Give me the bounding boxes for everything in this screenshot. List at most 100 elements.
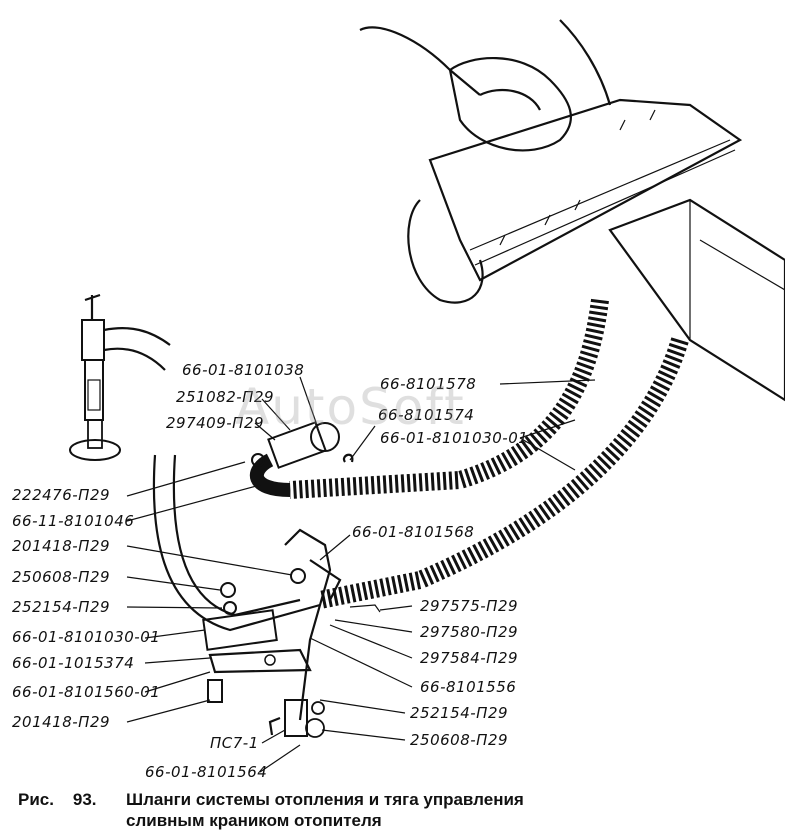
drain-rod-hose-2 bbox=[172, 454, 301, 617]
leader-l2 bbox=[261, 398, 291, 431]
heater-inner-ring bbox=[479, 88, 541, 111]
caption-number: Рис. 93. bbox=[18, 789, 126, 810]
leader-lines bbox=[126, 376, 596, 773]
frame-edge-2 bbox=[699, 239, 785, 291]
leader-l15 bbox=[334, 619, 413, 633]
label-201418-top: 201418-П29 bbox=[12, 537, 110, 555]
leader-l7 bbox=[126, 461, 246, 497]
leader-l18 bbox=[144, 671, 211, 693]
label-250608-right: 250608-П29 bbox=[410, 731, 508, 749]
tap-thread bbox=[87, 379, 101, 411]
label-66-8101556: 66-8101556 bbox=[420, 678, 516, 696]
control-rod bbox=[284, 528, 332, 721]
watermark: AutoSoft bbox=[235, 378, 466, 436]
spring-clip bbox=[342, 453, 354, 463]
label-252154-left: 252154-П29 bbox=[12, 598, 110, 616]
label-ps7-1: ПС7-1 bbox=[210, 734, 259, 752]
leader-l14 bbox=[144, 629, 206, 639]
heater-duct-right bbox=[559, 19, 612, 106]
drain-cock bbox=[284, 699, 308, 737]
tap-handle bbox=[84, 293, 101, 320]
heater-clips bbox=[499, 109, 656, 246]
leader-l9 bbox=[319, 534, 351, 561]
label-250608-left: 250608-П29 bbox=[12, 568, 110, 586]
label-66-11-8101046: 66-11-8101046 bbox=[12, 512, 134, 530]
label-66-8101578: 66-8101578 bbox=[380, 375, 476, 393]
washer-right bbox=[311, 701, 325, 715]
caption-figure-number: 93. bbox=[72, 790, 97, 809]
label-252154-right: 252154-П29 bbox=[410, 704, 508, 722]
label-66-01-8101030-01-top: 66-01-8101030-01 bbox=[380, 429, 528, 447]
leader-l21 bbox=[319, 699, 406, 714]
tap-neck bbox=[87, 419, 103, 449]
label-66-01-8101030-01-bottom: 66-01-8101030-01 bbox=[12, 628, 160, 646]
label-66-01-8101560-01: 66-01-8101560-01 bbox=[12, 683, 160, 701]
leader-l13 bbox=[379, 605, 413, 611]
cable-tie bbox=[349, 604, 381, 613]
leader-l19 bbox=[309, 637, 413, 688]
part-labels: 66-01-8101038 251082-П29 297409-П29 66-8… bbox=[12, 361, 528, 781]
label-297584: 297584-П29 bbox=[420, 649, 518, 667]
label-222476: 222476-П29 bbox=[12, 486, 110, 504]
leader-l12 bbox=[126, 606, 223, 609]
leader-l11 bbox=[126, 576, 221, 591]
drain-rod-hose bbox=[152, 454, 321, 632]
label-297580: 297580-П29 bbox=[420, 623, 518, 641]
heater-left-lobe bbox=[407, 199, 484, 304]
bracket bbox=[309, 559, 342, 601]
leader-l16 bbox=[144, 657, 211, 664]
label-66-01-1015374: 66-01-1015374 bbox=[12, 654, 134, 672]
caption-prefix: Рис. bbox=[18, 790, 54, 809]
small-clamp bbox=[251, 453, 265, 467]
leader-l24 bbox=[259, 744, 301, 773]
label-66-8101574: 66-8101574 bbox=[378, 406, 474, 424]
tap-base bbox=[69, 439, 121, 461]
hose-return bbox=[318, 337, 689, 609]
label-66-01-8101038: 66-01-8101038 bbox=[182, 361, 304, 379]
hose-supply bbox=[289, 298, 609, 499]
leader-l20 bbox=[126, 699, 211, 723]
heater-unit bbox=[359, 19, 785, 402]
leader-l4 bbox=[499, 379, 596, 385]
nut-right bbox=[305, 718, 325, 738]
leader-l23 bbox=[321, 729, 406, 741]
tap-body bbox=[81, 319, 105, 361]
leader-l10 bbox=[126, 545, 293, 576]
leader-l1 bbox=[299, 376, 319, 429]
plate-hole bbox=[264, 654, 276, 666]
label-251082: 251082-П29 bbox=[176, 388, 274, 406]
leader-l8 bbox=[126, 484, 261, 522]
label-66-01-8101564: 66-01-8101564 bbox=[145, 763, 267, 781]
caption-title-line2: сливным краником отопителя bbox=[126, 811, 382, 830]
hoses bbox=[152, 298, 689, 651]
leader-l17 bbox=[329, 624, 413, 659]
heater-rail-2 bbox=[474, 149, 736, 266]
hose-elbow bbox=[249, 453, 291, 497]
caption-line-1: Рис. 93.Шланги системы отопления и тяга … bbox=[18, 789, 778, 810]
heater-duct-left bbox=[359, 26, 481, 96]
water-tap bbox=[69, 293, 171, 461]
label-66-01-8101568: 66-01-8101568 bbox=[352, 523, 474, 541]
drain-control bbox=[207, 453, 381, 738]
washer-left bbox=[223, 601, 237, 615]
bolt-lower bbox=[207, 679, 223, 703]
figure-caption: Рис. 93.Шланги системы отопления и тяга … bbox=[18, 789, 778, 831]
label-297575: 297575-П29 bbox=[420, 597, 518, 615]
mount-plate bbox=[208, 648, 312, 674]
leader-l22 bbox=[261, 729, 286, 744]
leader-l5 bbox=[349, 425, 376, 461]
heater-top-ring bbox=[448, 56, 572, 152]
heater-rail bbox=[469, 139, 731, 251]
hose-fitting bbox=[310, 422, 340, 452]
label-297409: 297409-П29 bbox=[166, 414, 264, 432]
drain-valve-body bbox=[202, 609, 278, 651]
leader-l6 bbox=[519, 419, 576, 471]
hose-clamp bbox=[267, 421, 327, 469]
bolt-upper bbox=[290, 568, 306, 584]
leader-l3 bbox=[254, 422, 276, 441]
cock-lever bbox=[268, 716, 281, 736]
caption-title-line1: Шланги системы отопления и тяга управлен… bbox=[126, 790, 524, 809]
nut-left bbox=[220, 582, 236, 598]
